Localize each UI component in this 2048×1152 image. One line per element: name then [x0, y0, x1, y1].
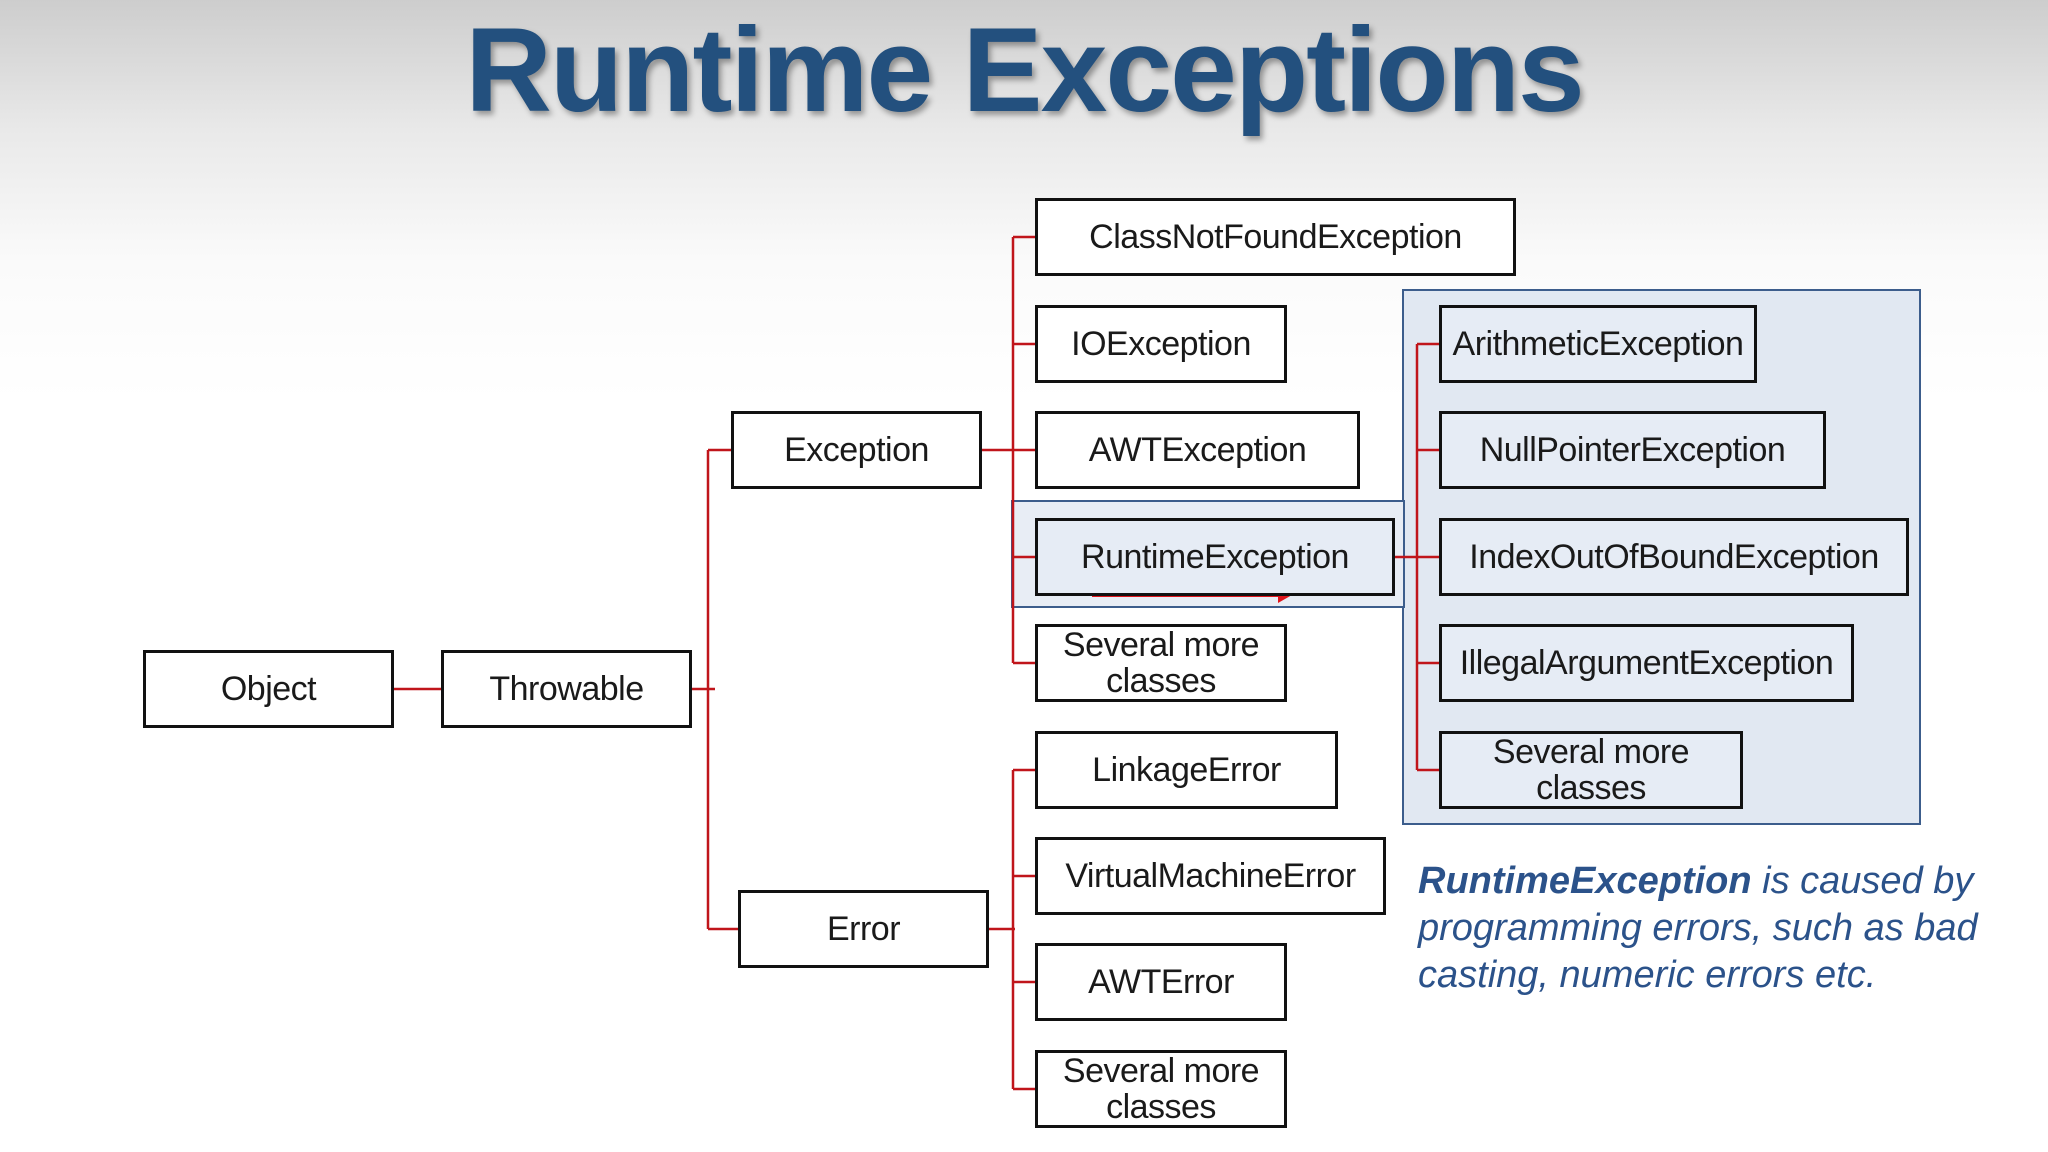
throwable-node: Throwable — [441, 650, 692, 728]
object-node: Object — [143, 650, 394, 728]
classnotfound-node: ClassNotFoundException — [1035, 198, 1516, 276]
arithmeticexception-node: ArithmeticException — [1439, 305, 1757, 383]
virtualmachineerror-node: VirtualMachineError — [1035, 837, 1386, 915]
runtime-caption: RuntimeException is caused by programmin… — [1418, 858, 2018, 999]
awterror-node: AWTError — [1035, 943, 1287, 1021]
awtexception-node: AWTException — [1035, 411, 1360, 489]
illegalargumentexception-node: IllegalArgumentException — [1439, 624, 1854, 702]
nullpointerexception-node: NullPointerException — [1439, 411, 1826, 489]
caption-text: is caused by programming errors, such as… — [1418, 860, 1978, 996]
linkageerror-node: LinkageError — [1035, 731, 1338, 809]
indexoutofboundexception-node: IndexOutOfBoundException — [1439, 518, 1909, 596]
caption-emphasis: RuntimeException — [1418, 860, 1752, 902]
exception-more-node: Several more classes — [1035, 624, 1287, 702]
runtime-more-node: Several more classes — [1439, 731, 1743, 809]
error-node: Error — [738, 890, 989, 968]
exception-node: Exception — [731, 411, 982, 489]
error-more-node: Several more classes — [1035, 1050, 1287, 1128]
ioexception-node: IOException — [1035, 305, 1287, 383]
runtimeexception-node: RuntimeException — [1035, 518, 1395, 596]
slide-title: Runtime Exceptions — [465, 3, 1585, 137]
